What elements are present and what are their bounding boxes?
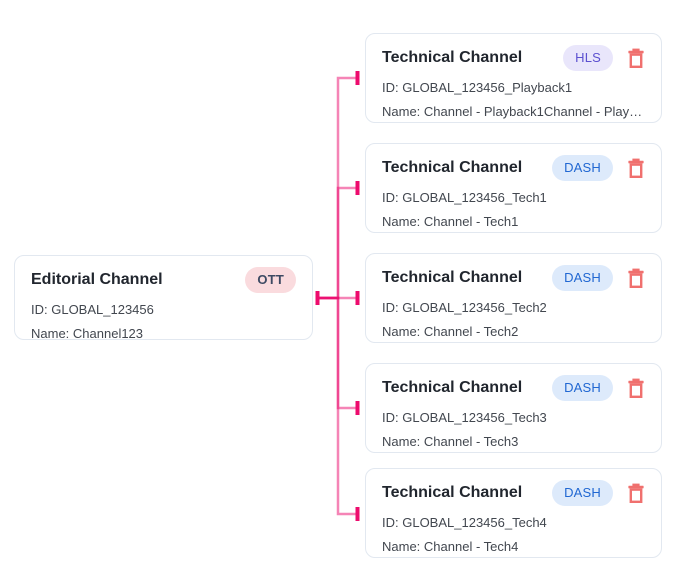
technical-channel-name: Name: Channel - Tech4 <box>382 539 519 554</box>
delete-technical-channel-button[interactable] <box>627 268 645 288</box>
delete-technical-channel-button[interactable] <box>627 158 645 178</box>
technical-channel-name: Name: Channel - Tech2 <box>382 324 519 339</box>
card-header: Technical Channel DASH <box>382 480 645 506</box>
technical-channel-title: Technical Channel <box>382 379 523 396</box>
channel-type-badge-ott: OTT <box>245 267 296 293</box>
edge-target-cap-3 <box>355 291 360 305</box>
technical-channel-card-1[interactable]: Technical Channel HLS ID: GLOBAL_123456_… <box>365 33 662 123</box>
technical-channel-name: Name: Channel - Playback1Channel - Playb… <box>382 104 645 119</box>
edge-target-cap-5 <box>355 507 360 521</box>
edge-editorial-to-tech-1 <box>319 76 357 300</box>
channel-type-badge-dash: DASH <box>552 265 613 291</box>
technical-channel-title: Technical Channel <box>382 269 523 286</box>
edge-editorial-to-tech-2 <box>319 186 357 300</box>
trash-icon <box>628 158 644 178</box>
editorial-channel-name: Name: Channel123 <box>31 326 144 341</box>
technical-channel-id: ID: GLOBAL_123456_Tech3 <box>382 410 547 425</box>
card-header: Technical Channel DASH <box>382 265 645 291</box>
technical-channel-id: ID: GLOBAL_123456_Tech1 <box>382 190 547 205</box>
technical-channel-card-4[interactable]: Technical Channel DASH ID: GLOBAL_123456… <box>365 363 662 453</box>
trash-icon <box>628 48 644 68</box>
technical-channel-card-2[interactable]: Technical Channel DASH ID: GLOBAL_123456… <box>365 143 662 233</box>
card-header: Technical Channel DASH <box>382 155 645 181</box>
editorial-channel-card[interactable]: Editorial Channel OTT ID: GLOBAL_123456 … <box>14 255 313 341</box>
edge-target-cap-1 <box>355 71 360 85</box>
technical-channel-card-5[interactable]: Technical Channel DASH ID: GLOBAL_123456… <box>365 468 662 558</box>
edge-target-cap-2 <box>355 181 360 195</box>
card-header: Technical Channel DASH <box>382 375 645 401</box>
technical-channel-id: ID: GLOBAL_123456_Tech2 <box>382 300 547 315</box>
delete-technical-channel-button[interactable] <box>627 483 645 503</box>
trash-icon <box>628 268 644 288</box>
technical-channel-name: Name: Channel - Tech1 <box>382 214 519 229</box>
technical-channel-title: Technical Channel <box>382 159 523 176</box>
edge-editorial-to-tech-5 <box>319 296 357 516</box>
delete-technical-channel-button[interactable] <box>627 48 645 68</box>
technical-channel-name: Name: Channel - Tech3 <box>382 434 519 449</box>
technical-channel-title: Technical Channel <box>382 49 523 66</box>
channel-type-badge-dash: DASH <box>552 480 613 506</box>
trash-icon <box>628 483 644 503</box>
technical-channel-title: Technical Channel <box>382 484 523 501</box>
trash-icon <box>628 378 644 398</box>
technical-channel-id: ID: GLOBAL_123456_Playback1 <box>382 80 573 95</box>
editorial-channel-title: Editorial Channel <box>31 271 163 288</box>
edge-editorial-to-tech-4 <box>319 296 357 410</box>
edge-target-cap-4 <box>355 401 360 415</box>
channel-type-badge-dash: DASH <box>552 155 613 181</box>
edge-source-cap <box>315 291 320 305</box>
card-header: Technical Channel HLS <box>382 45 645 71</box>
editorial-channel-id: ID: GLOBAL_123456 <box>31 302 154 317</box>
channel-type-badge-dash: DASH <box>552 375 613 401</box>
technical-channel-id: ID: GLOBAL_123456_Tech4 <box>382 515 547 530</box>
delete-technical-channel-button[interactable] <box>627 378 645 398</box>
technical-channel-card-3[interactable]: Technical Channel DASH ID: GLOBAL_123456… <box>365 253 662 343</box>
channel-type-badge-hls: HLS <box>563 45 613 71</box>
card-header: Editorial Channel OTT <box>31 267 296 293</box>
